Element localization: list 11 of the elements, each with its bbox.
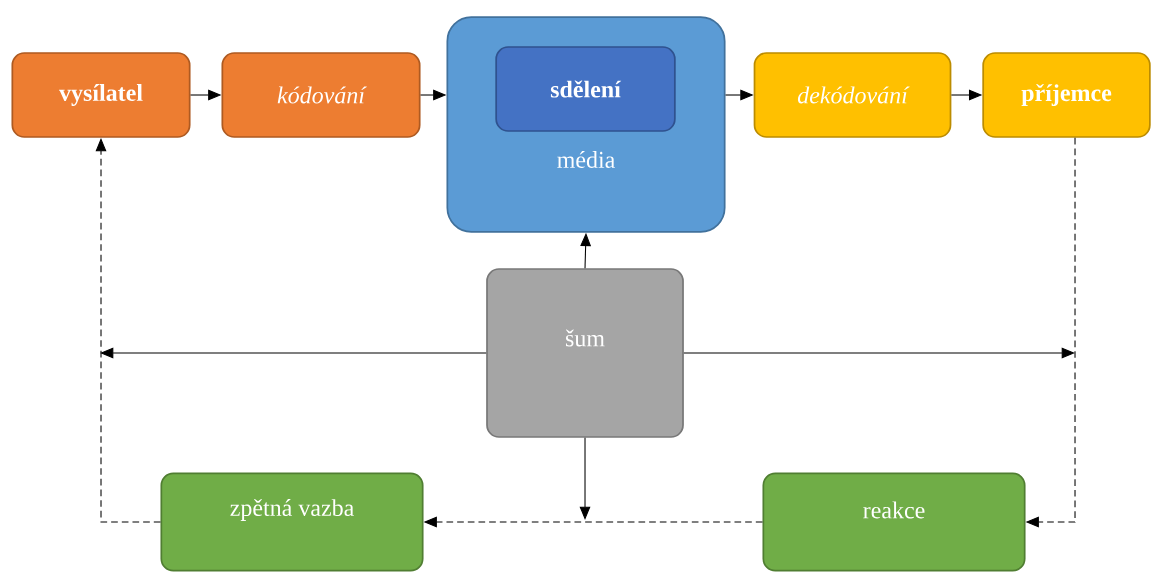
feedback-box: zpětná vazba bbox=[160, 472, 424, 572]
process-box: kódování bbox=[221, 52, 421, 138]
arrow bbox=[683, 347, 1075, 359]
noise-box: šum bbox=[486, 268, 684, 438]
arrow bbox=[100, 347, 487, 359]
arrow bbox=[579, 437, 591, 520]
sender-box: vysílatel bbox=[11, 52, 191, 138]
receiver-box: příjemce bbox=[982, 52, 1151, 138]
process-box: dekódování bbox=[753, 52, 952, 138]
message-box: sdělení bbox=[495, 46, 676, 132]
response-box: reakce bbox=[762, 472, 1026, 572]
